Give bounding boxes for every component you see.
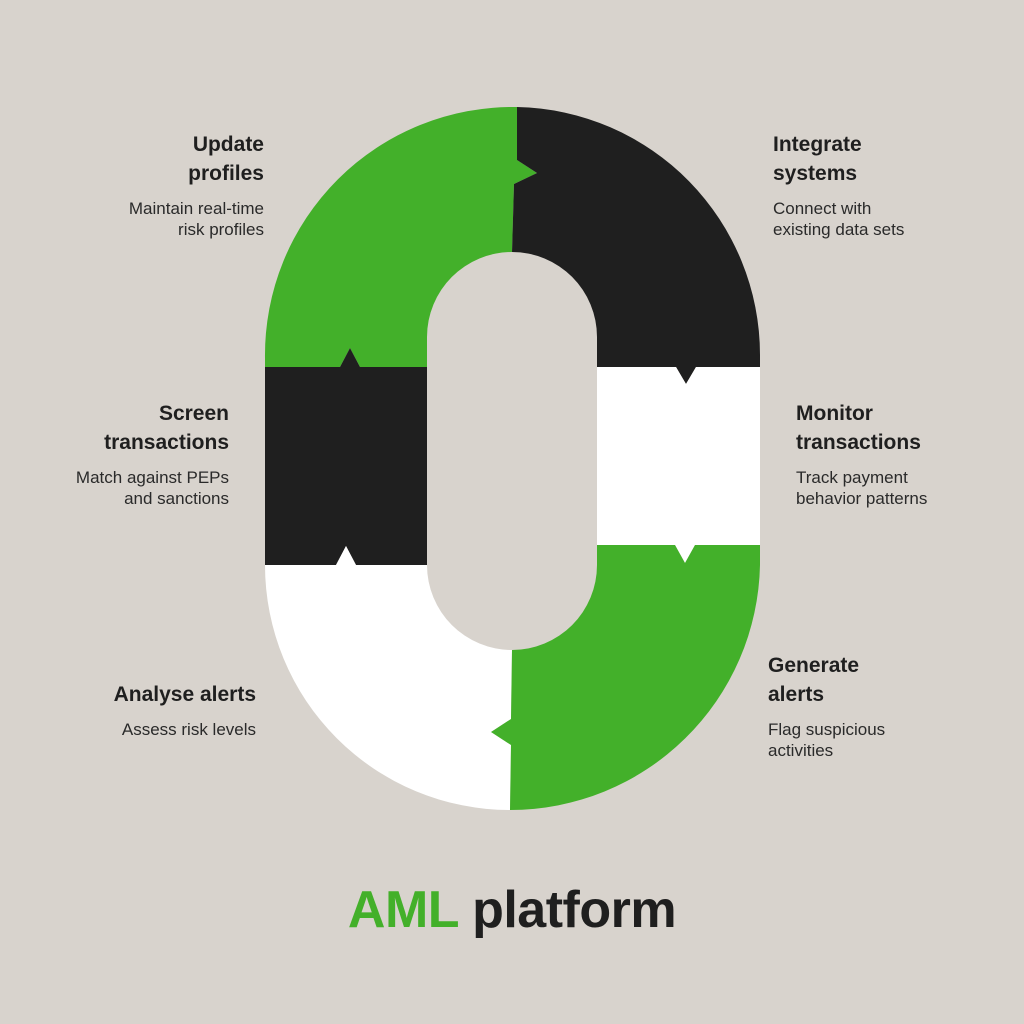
step-integrate-systems: Integrate systems Connect with existing …: [773, 130, 1013, 240]
step-description: Track payment behavior patterns: [796, 468, 928, 508]
step-title: Update profiles: [188, 133, 264, 185]
segment-update-profiles: [264, 106, 537, 367]
platform-title-rest: platform: [472, 881, 677, 939]
step-description: Maintain real-time risk profiles: [128, 199, 264, 239]
step-analyse-alerts: Analyse alerts Assess risk levels: [0, 680, 256, 740]
segment-generate-alerts: [491, 545, 760, 810]
step-description: Flag suspicious activities: [768, 720, 886, 760]
step-title: Integrate systems: [773, 133, 862, 185]
step-update-profiles: Update profiles Maintain real-time risk …: [4, 130, 264, 240]
step-screen-transactions: Screen transactions Match against PEPs a…: [0, 399, 229, 509]
platform-title-accent: AML: [347, 881, 459, 939]
segment-monitor-transactions: [597, 367, 760, 563]
step-title: Generate alerts: [768, 654, 860, 706]
step-description: Connect with existing data sets: [773, 199, 905, 239]
step-generate-alerts: Generate alerts Flag suspicious activiti…: [768, 651, 1008, 761]
segment-integrate-systems: [512, 107, 760, 384]
segment-analyse-alerts: [265, 546, 512, 810]
step-description: Assess risk levels: [121, 720, 256, 739]
segment-screen-transactions: [265, 348, 427, 565]
step-description: Match against PEPs and sanctions: [75, 468, 229, 508]
step-title: Analyse alerts: [113, 683, 256, 706]
step-title: Monitor transactions: [796, 402, 921, 454]
step-monitor-transactions: Monitor transactions Track payment behav…: [796, 399, 1016, 509]
platform-title: AML platform: [0, 878, 1024, 942]
step-title: Screen transactions: [104, 402, 229, 454]
